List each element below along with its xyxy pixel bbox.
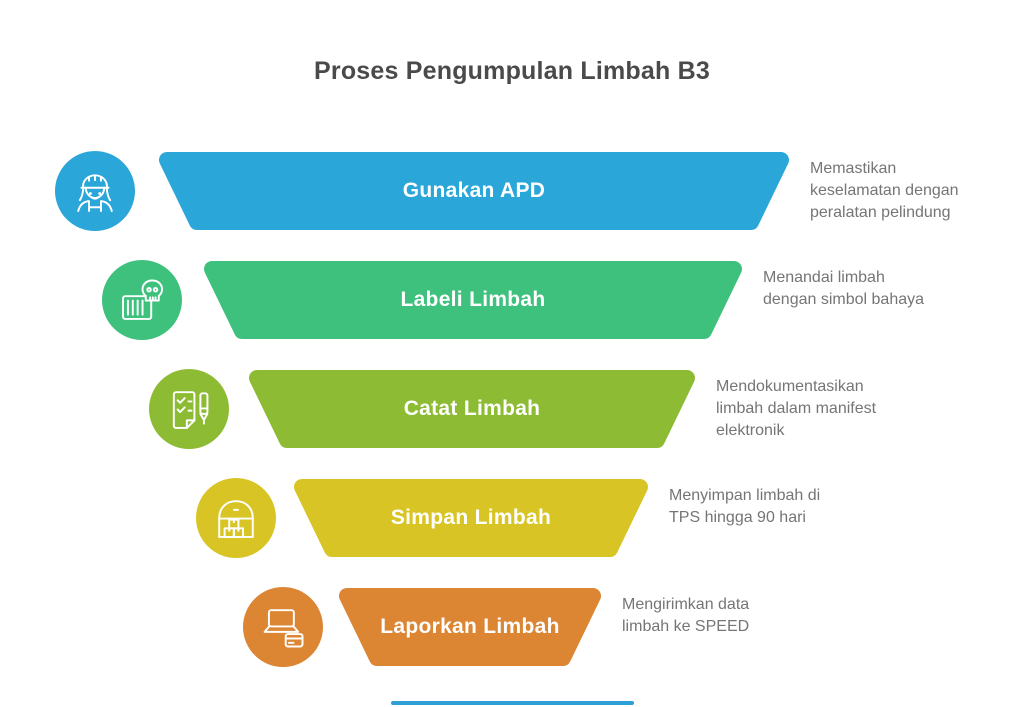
step-label: Simpan Limbah — [390, 506, 552, 529]
step-description: Memastikan keselamatan dengan peralatan … — [810, 160, 959, 221]
checklist-pen-icon — [149, 369, 229, 449]
laptop-card-icon — [243, 587, 323, 667]
funnel-bar-shape — [339, 588, 601, 666]
page-title: Proses Pengumpulan Limbah B3 — [314, 57, 710, 85]
funnel-bar: Catat Limbah — [248, 370, 696, 448]
funnel-bar: Laporkan Limbah — [338, 588, 602, 666]
footer-accent-line — [391, 701, 634, 705]
step-description: Mendokumentasikan limbah dalam manifest … — [716, 378, 877, 439]
funnel-bar-shape — [249, 370, 695, 448]
skull-container-icon — [122, 279, 164, 320]
female-worker-icon — [77, 174, 113, 213]
step-label: Catat Limbah — [403, 397, 541, 420]
funnel-bar: Gunakan APD — [158, 152, 790, 230]
warehouse-icon — [196, 478, 276, 558]
laptop-card-icon — [263, 609, 304, 648]
checklist-pen-icon — [172, 391, 209, 429]
step-label: Labeli Limbah — [400, 288, 546, 311]
funnel-bar: Labeli Limbah — [203, 261, 743, 339]
step-description: Menyimpan limbah di TPS hingga 90 hari — [669, 487, 821, 526]
funnel-bar-shape — [159, 152, 789, 230]
skull-container-icon — [102, 260, 182, 340]
funnel-bar-shape — [204, 261, 742, 339]
step-label: Laporkan Limbah — [380, 615, 560, 638]
female-worker-icon — [55, 151, 135, 231]
step-label: Gunakan APD — [402, 179, 546, 202]
funnel-bar: Simpan Limbah — [293, 479, 649, 557]
warehouse-icon — [218, 500, 254, 538]
step-description: Mengirimkan data limbah ke SPEED — [622, 596, 750, 635]
funnel-bar-shape — [294, 479, 648, 557]
step-description: Menandai limbah dengan simbol bahaya — [763, 269, 925, 308]
